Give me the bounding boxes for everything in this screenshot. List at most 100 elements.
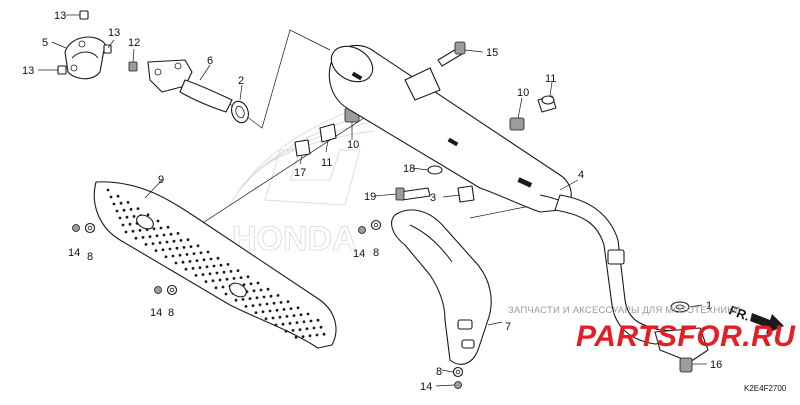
perforation-hole xyxy=(244,305,248,308)
perforation-hole xyxy=(241,298,245,301)
perforation-hole xyxy=(296,306,300,310)
perforation-hole xyxy=(254,311,258,314)
perforation-hole xyxy=(305,327,309,331)
perforation-hole xyxy=(119,201,123,205)
perforation-hole xyxy=(155,234,159,238)
perforation-hole xyxy=(298,328,302,331)
part-6-joint xyxy=(147,59,233,113)
perforation-hole xyxy=(316,318,320,322)
part-16-nut xyxy=(679,357,693,373)
part-1-washer xyxy=(670,301,690,313)
perforation-hole xyxy=(171,254,175,258)
honda-watermark: HONDA xyxy=(229,94,391,259)
part-18-19-3 xyxy=(395,165,475,203)
perforation-hole xyxy=(261,310,265,314)
perforation-hole xyxy=(161,248,165,252)
perforation-hole xyxy=(106,188,110,192)
perforation-hole xyxy=(268,309,272,313)
watermark-logo: PARTSFOR.RU xyxy=(576,320,796,353)
perforation-hole xyxy=(185,253,189,256)
perforation-hole xyxy=(191,267,195,270)
perforation-hole xyxy=(259,288,263,292)
part-12-bolt xyxy=(128,61,138,72)
callout-8: 8 xyxy=(87,251,93,263)
perforation-hole xyxy=(219,263,223,267)
perforation-hole xyxy=(158,241,162,245)
perforation-hole xyxy=(109,195,113,199)
perforation-hole xyxy=(175,246,179,250)
perforation-hole xyxy=(274,323,278,327)
callout-13: 13 xyxy=(108,27,120,39)
callout-13: 13 xyxy=(22,65,34,77)
perforation-hole xyxy=(278,315,282,319)
callout-12: 12 xyxy=(128,37,140,49)
perforation-hole xyxy=(148,235,152,239)
callout-18: 18 xyxy=(403,163,415,175)
callout-5: 5 xyxy=(42,37,48,49)
perforation-hole xyxy=(136,207,140,211)
perforation-hole xyxy=(285,315,289,318)
perforation-hole xyxy=(206,250,210,254)
callout-15: 15 xyxy=(486,47,498,59)
perforation-hole xyxy=(194,274,198,277)
callout-13: 13 xyxy=(54,10,66,22)
perforation-hole xyxy=(295,321,299,324)
perforation-hole xyxy=(176,232,180,235)
perforation-hole xyxy=(131,229,135,233)
perforation-hole xyxy=(302,320,306,324)
part-9-heat-shield xyxy=(93,181,337,349)
perforation-hole xyxy=(265,302,269,306)
perforation-hole xyxy=(134,236,138,240)
perforation-hole xyxy=(204,280,208,283)
perforation-hole xyxy=(226,263,230,266)
callout-2: 2 xyxy=(238,75,244,87)
perforation-hole xyxy=(236,269,240,272)
perforation-hole xyxy=(159,226,163,230)
part-15-bolt xyxy=(437,41,466,67)
perforation-hole xyxy=(322,332,326,336)
perforation-hole xyxy=(232,277,236,280)
perforation-hole xyxy=(289,307,293,310)
perforation-hole xyxy=(215,271,219,275)
callout-8: 8 xyxy=(168,307,174,319)
perforation-hole xyxy=(116,194,120,198)
front-marker-label: FR. xyxy=(727,302,752,323)
perforation-hole xyxy=(252,289,256,293)
perforation-hole xyxy=(214,286,218,290)
perforation-hole xyxy=(122,208,126,212)
perforation-hole xyxy=(209,257,213,261)
perforation-hole xyxy=(212,264,216,268)
perforation-hole xyxy=(309,319,313,323)
perforation-hole xyxy=(248,297,252,300)
callout-19: 19 xyxy=(364,191,376,203)
perforation-hole xyxy=(224,292,228,296)
callout-labels: 1234567888891010111112131313141414141516… xyxy=(22,10,722,393)
perforation-hole xyxy=(201,273,205,276)
perforation-hole xyxy=(125,215,129,219)
perforation-hole xyxy=(169,232,173,236)
perforation-hole xyxy=(151,242,155,246)
perforation-hole xyxy=(146,213,150,217)
perforation-hole xyxy=(279,301,283,304)
perforation-hole xyxy=(288,322,292,325)
perforation-hole xyxy=(198,266,202,269)
callout-1: 1 xyxy=(706,300,712,312)
callout-7: 7 xyxy=(505,321,511,333)
perforation-hole xyxy=(299,313,303,317)
perforation-hole xyxy=(182,246,186,249)
perforation-hole xyxy=(189,245,193,249)
callout-16: 16 xyxy=(710,359,722,371)
perforation-hole xyxy=(301,335,305,338)
perforation-hole xyxy=(229,270,233,273)
perforation-hole xyxy=(242,283,246,286)
perforation-hole xyxy=(312,326,316,330)
callout-14: 14 xyxy=(68,247,80,259)
perforation-hole xyxy=(239,276,243,279)
perforation-hole xyxy=(165,240,169,244)
perforation-hole xyxy=(129,208,133,211)
perforation-hole xyxy=(284,329,288,333)
perforation-hole xyxy=(164,255,168,259)
perforation-hole xyxy=(266,287,270,291)
perforation-hole xyxy=(166,225,170,229)
callout-10: 10 xyxy=(517,87,529,99)
